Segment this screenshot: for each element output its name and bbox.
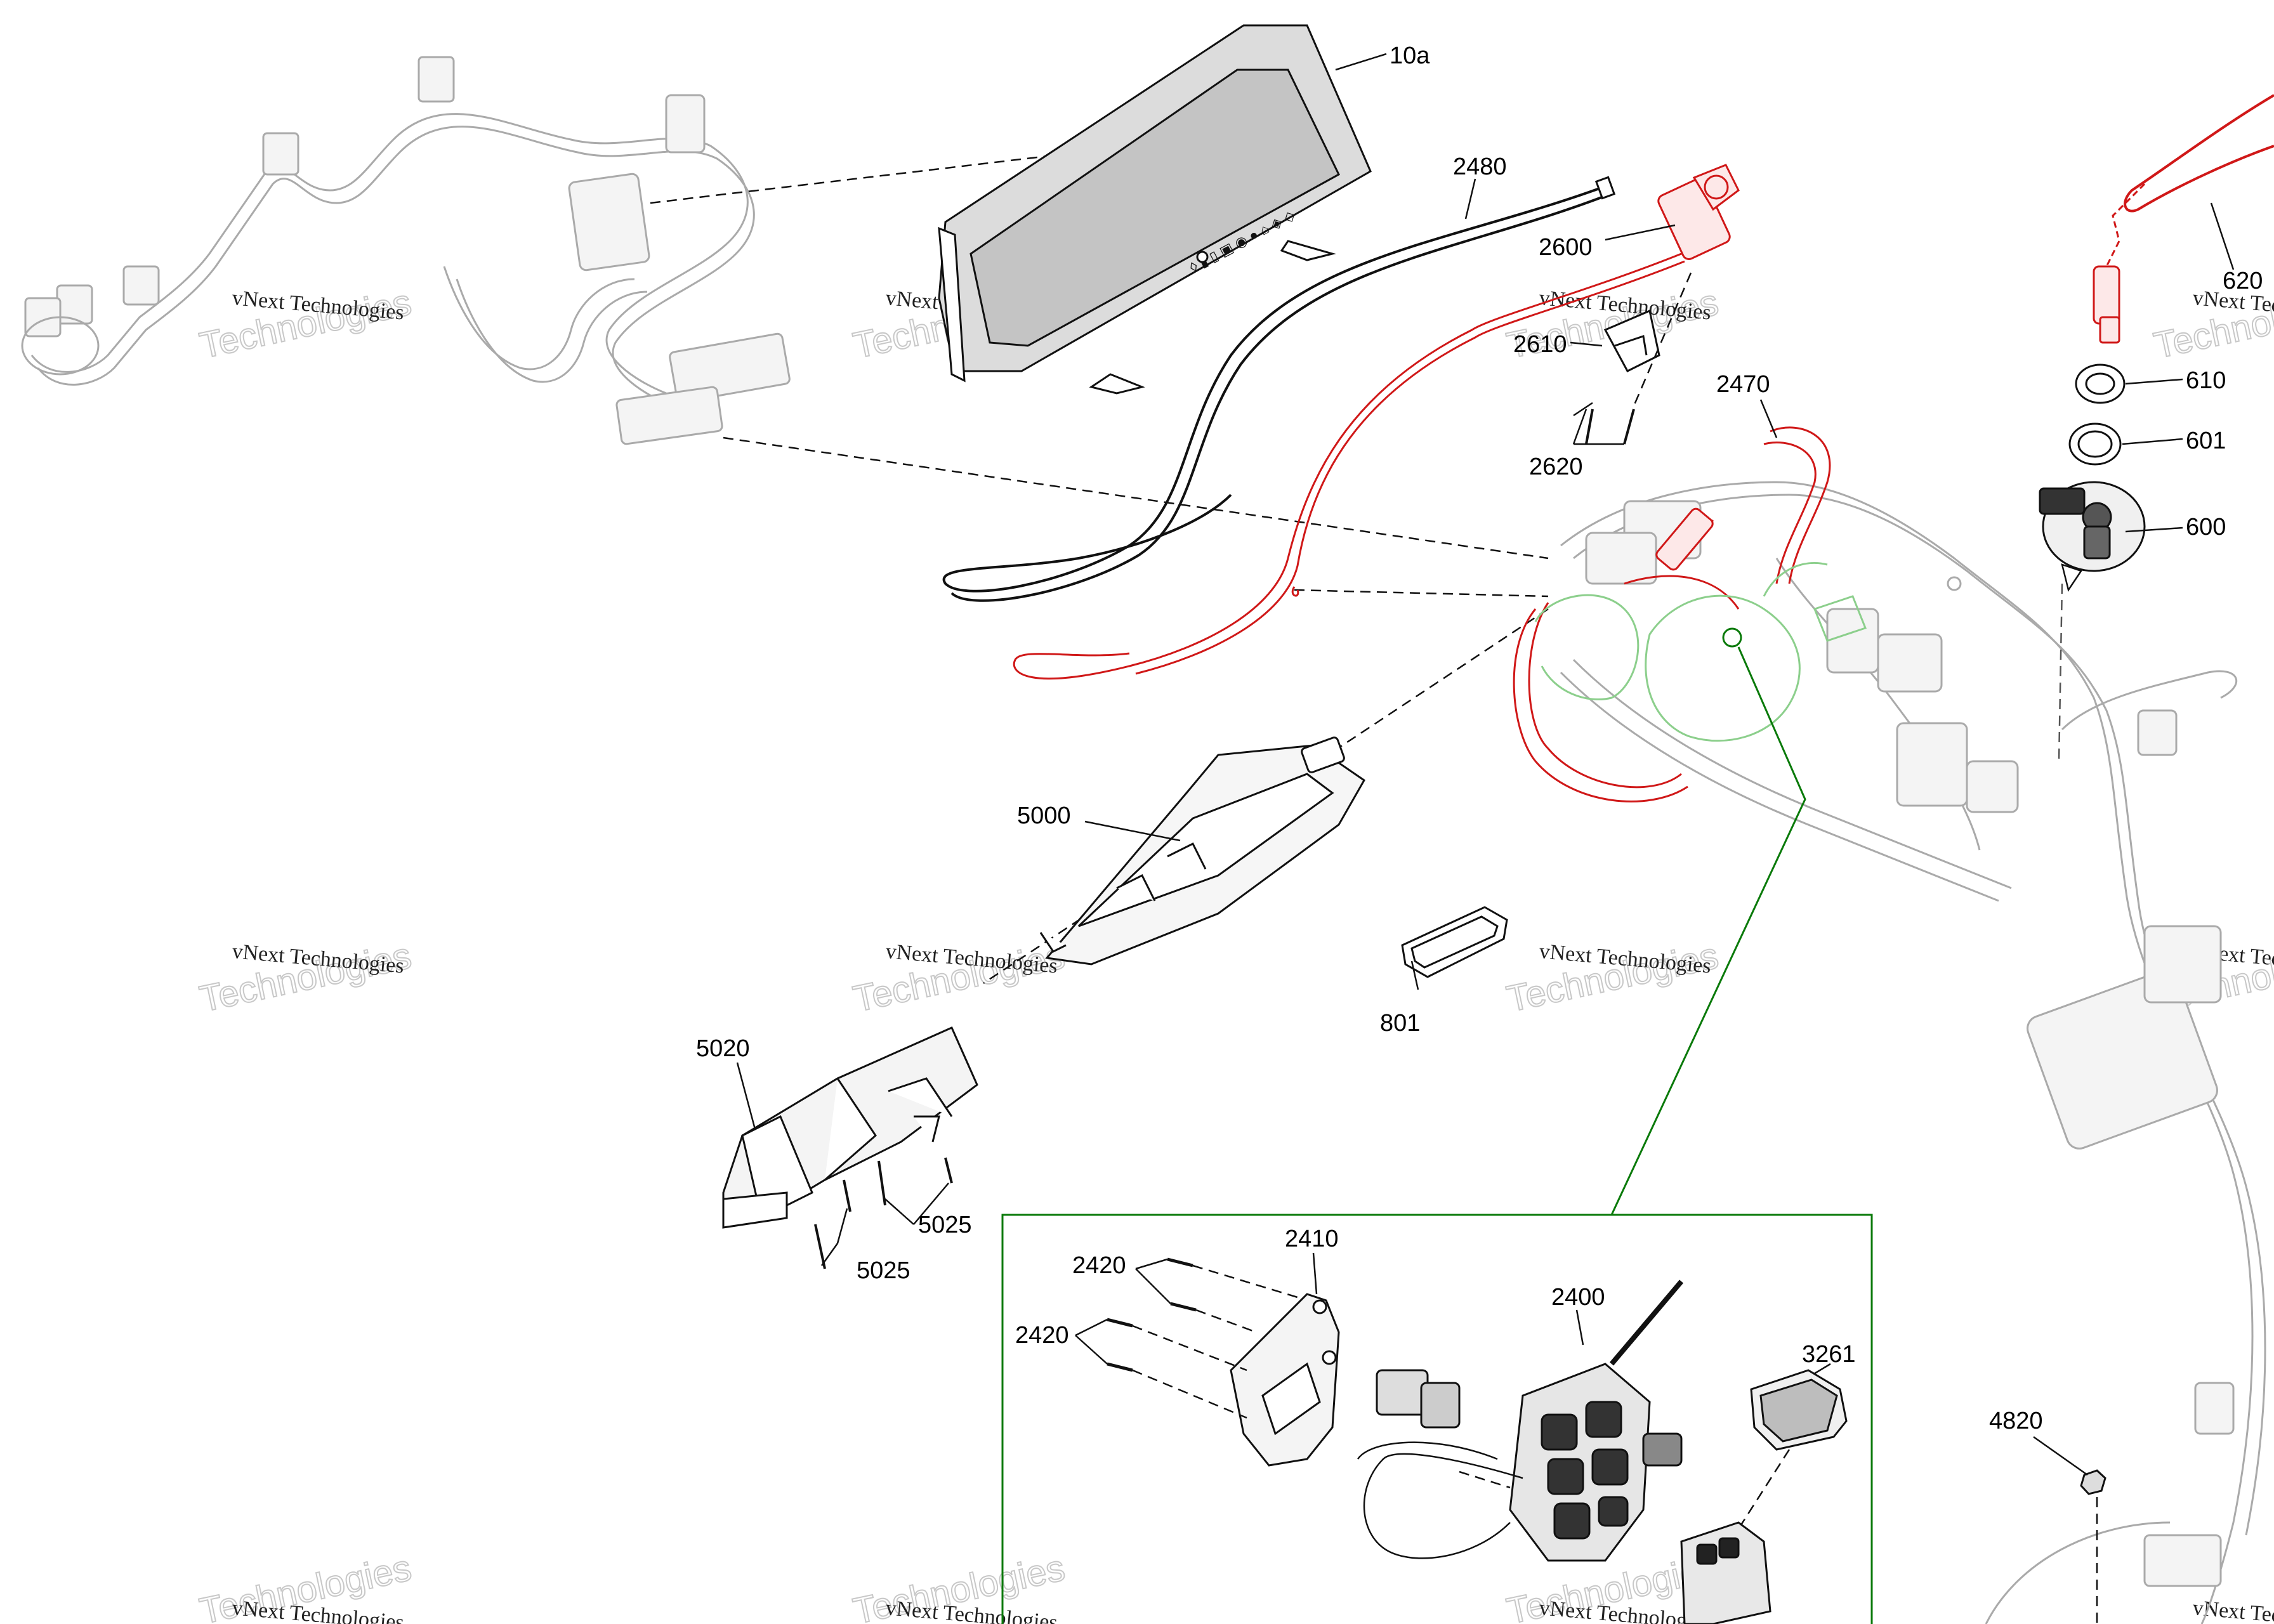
callout-leader (1312, 1252, 1318, 1295)
callout-leader (736, 1062, 756, 1130)
connector-ghost (1585, 532, 1657, 585)
connector-ghost (665, 94, 706, 154)
callout-3261: 3261 (1802, 1341, 1856, 1368)
watermark: Technologies vNext Technologies (195, 1547, 416, 1624)
callout-leader (1575, 1309, 1584, 1346)
tether-cord-620 (2093, 94, 2274, 344)
connector-ghost (122, 265, 160, 306)
connector-ghost (417, 56, 455, 103)
connector-ghost (669, 332, 791, 403)
watermark-group: Technologies vNext Technologies Technolo… (195, 281, 2274, 1624)
nut-4820 (2080, 1469, 2106, 1624)
switch-block-2400 (1357, 1280, 1684, 1562)
callout-2410: 2410 (1285, 1226, 1339, 1252)
green-switch-ghost-2400 (1534, 561, 1867, 1215)
callout-2420-a: 2420 (1072, 1252, 1126, 1279)
nut-610 (2075, 363, 2126, 404)
box-ghost (2027, 969, 2218, 1149)
callout-leader (1464, 178, 1476, 219)
callout-leader (1410, 960, 1419, 990)
screws-2620 (1572, 402, 1635, 445)
bracket-5020 (722, 1026, 978, 1229)
callout-2400: 2400 (1551, 1284, 1605, 1311)
watermark: Technologies vNext Technologies (849, 1547, 1069, 1624)
box-ghost (2143, 925, 2222, 1004)
red-switch-2600 (1013, 164, 1740, 680)
connector-ghost (2194, 1382, 2235, 1435)
callout-620: 620 (2223, 268, 2263, 294)
leader-line (1294, 589, 1549, 598)
connector-ghost (1896, 722, 1968, 807)
button-cap-3261 (1680, 1369, 1848, 1624)
connector-ghost (568, 173, 650, 272)
callout-leader (1335, 53, 1387, 71)
cover-2410 (1230, 1293, 1340, 1467)
bracket-2610 (1603, 272, 1692, 407)
connector-ghost (2143, 1534, 2222, 1587)
callout-leader (1605, 224, 1676, 241)
callout-4820: 4820 (1989, 1408, 2043, 1434)
screws-2420 (1075, 1257, 1298, 1419)
callout-leader (1084, 820, 1181, 842)
callout-801: 801 (1380, 1010, 1420, 1037)
watermark: Technologies vNext Technologies (195, 281, 416, 367)
red-harness-2470 (1513, 426, 1831, 802)
callout-5025-a: 5025 (918, 1212, 972, 1238)
callout-2610: 2610 (1513, 331, 1567, 358)
callout-610: 610 (2186, 367, 2226, 394)
connector-ghost (1877, 633, 1943, 693)
watermark: Technologies vNext Technologies (1502, 934, 1723, 1021)
callout-leader (2125, 527, 2183, 533)
callout-5025-b: 5025 (857, 1257, 910, 1284)
callout-leader (2033, 1436, 2088, 1476)
cable-2480 (942, 176, 1616, 602)
callout-2600: 2600 (1539, 234, 1593, 261)
leader-line (723, 436, 1549, 560)
callout-leader (2210, 202, 2235, 270)
detail-frame (1001, 1214, 1873, 1624)
screws-5025 (814, 1157, 953, 1269)
callout-leader (2125, 378, 2183, 385)
ignition-600 (2039, 481, 2146, 593)
callout-600: 600 (2186, 514, 2226, 540)
connector-ghost (2137, 709, 2178, 756)
gasket-801 (1401, 906, 1508, 978)
leader-line (650, 154, 1054, 204)
instrument-cluster-10a: ◊ ▮ ▯ ▣ ◉ ● ⌂ ◈ ◇ (938, 24, 1372, 395)
watermark: Technologies vNext Technologies (195, 934, 416, 1021)
callout-leader (1759, 399, 1778, 438)
callout-2470: 2470 (1716, 371, 1770, 398)
connector-ghost (615, 386, 723, 445)
washer-601 (2068, 422, 2122, 466)
callout-10a: 10a (1390, 43, 1430, 69)
callout-5000: 5000 (1017, 802, 1071, 829)
detail-inset: 2410 2420 2420 (1001, 1214, 1873, 1624)
module-5000 (1039, 737, 1365, 966)
callout-2620: 2620 (1529, 454, 1583, 480)
connector-ghost (262, 132, 299, 176)
callout-5020: 5020 (696, 1035, 750, 1062)
callout-2420-b: 2420 (1015, 1322, 1069, 1349)
watermark: Technologies vNext Technologies (849, 934, 1069, 1021)
wiring-harness-ghost (21, 56, 791, 445)
callout-leader (1814, 1363, 1831, 1375)
callout-leader (2122, 438, 2183, 445)
connector-ghost (1966, 760, 2019, 813)
tether-clip (2093, 265, 2120, 325)
callout-leader (1570, 341, 1603, 347)
callout-601: 601 (2186, 428, 2226, 454)
callout-2480: 2480 (1453, 154, 1507, 180)
connector-ghost (1826, 608, 1879, 674)
